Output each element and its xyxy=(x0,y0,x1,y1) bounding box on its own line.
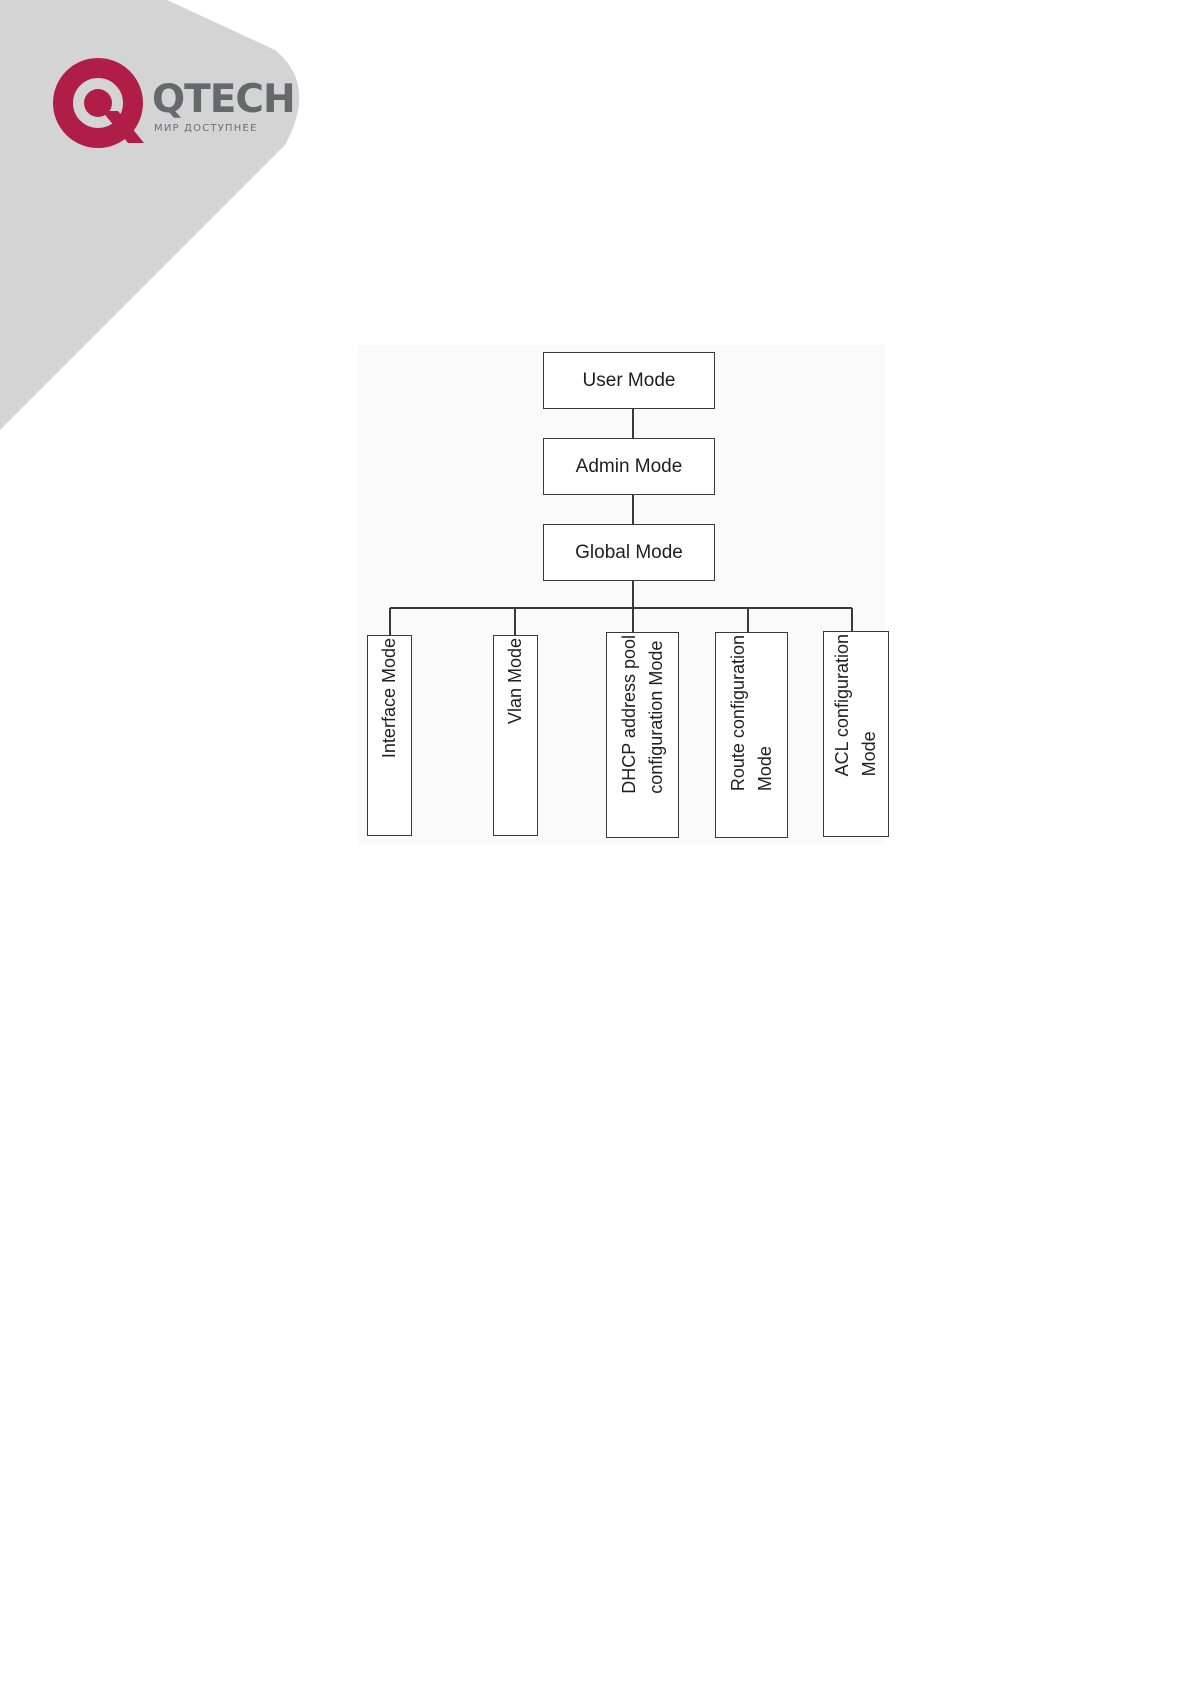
node-vlan-mode: Vlan Mode xyxy=(493,635,538,836)
node-admin-mode: Admin Mode xyxy=(543,438,715,495)
node-acl-mode: ACL configuration Mode xyxy=(823,631,889,837)
node-vlan-label: Vlan Mode xyxy=(502,638,529,724)
node-user-mode: User Mode xyxy=(543,352,715,409)
node-acl-label: ACL configuration Mode xyxy=(829,634,883,776)
q-logo-icon xyxy=(52,57,148,153)
node-interface-label: Interface Mode xyxy=(376,638,403,758)
node-route-mode: Route configuration Mode xyxy=(715,632,788,838)
node-global-mode: Global Mode xyxy=(543,524,715,581)
brand-name: QTECH xyxy=(152,80,295,119)
node-dhcp-label: DHCP address pool configuration Mode xyxy=(616,635,670,794)
mode-hierarchy-diagram: User Mode Admin Mode Global Mode Interfa… xyxy=(358,345,885,845)
qtech-logo: QTECH МИР ДОСТУПНЕЕ xyxy=(52,57,292,157)
node-route-label: Route configuration Mode xyxy=(725,635,779,791)
brand-tagline: МИР ДОСТУПНЕЕ xyxy=(154,124,257,134)
node-interface-mode: Interface Mode xyxy=(367,635,412,836)
node-dhcp-mode: DHCP address pool configuration Mode xyxy=(606,632,679,838)
